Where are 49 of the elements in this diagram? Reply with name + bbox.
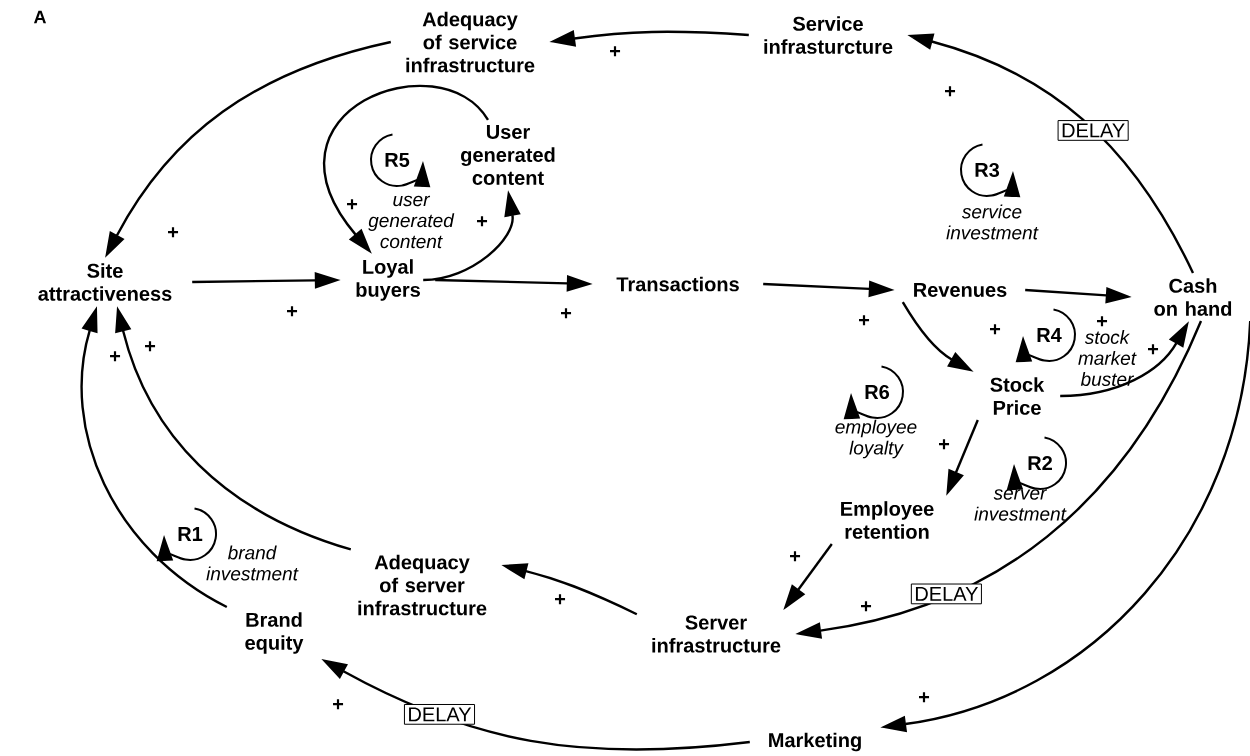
polarity-sign: + — [790, 551, 801, 562]
loop-name: employee loyalty — [835, 419, 917, 459]
variable-label: Loyal buyers — [356, 259, 420, 301]
polarity-sign: + — [919, 692, 930, 703]
loop-name: user generated content — [368, 195, 455, 249]
panel-letter: A — [33, 10, 47, 24]
loop-name: server investment — [974, 489, 1067, 521]
loop-label: R2 — [1028, 456, 1052, 470]
loop-name: brand investment — [206, 545, 299, 581]
variable-label: Revenues — [914, 283, 1007, 297]
polarity-sign: + — [347, 199, 358, 210]
edge-label: DELAY — [1057, 120, 1129, 141]
edge-label: DELAY — [403, 704, 476, 725]
polarity-sign: + — [990, 324, 1001, 335]
polarity-sign: + — [939, 439, 950, 450]
variable-label: Transactions — [616, 276, 739, 292]
variable-label: Service infrasturcture — [764, 16, 893, 54]
polarity-sign: + — [1148, 344, 1159, 355]
variable-label: Marketing — [769, 732, 861, 752]
variable-label: Employee retention — [841, 501, 934, 539]
polarity-sign: + — [477, 216, 488, 227]
edge-label: DELAY — [910, 583, 982, 605]
polarity-sign: + — [110, 351, 121, 362]
polarity-sign: + — [333, 699, 344, 710]
polarity-sign: + — [555, 594, 566, 605]
variable-label: Adequacy of server infrastructure — [358, 554, 487, 616]
loop-label: R6 — [865, 384, 890, 400]
variable-label: Brand equity — [245, 612, 304, 654]
loop-name: service investment — [946, 204, 1039, 240]
variable-label: Stock Price — [990, 377, 1045, 415]
loop-label: R4 — [1037, 328, 1062, 342]
polarity-sign: + — [1097, 316, 1108, 327]
polarity-sign: + — [861, 601, 872, 612]
polarity-sign: + — [145, 341, 156, 352]
polarity-sign: + — [561, 308, 572, 319]
variable-label: Site attractiveness — [38, 263, 172, 301]
polarity-sign: + — [859, 315, 870, 326]
loop-label: R1 — [178, 527, 203, 541]
variable-label: Adequacy of service infrastructure — [406, 11, 535, 73]
polarity-sign: + — [945, 86, 956, 97]
loop-name: stock market buster — [1078, 330, 1137, 386]
loop-label: R5 — [385, 153, 410, 167]
variable-label: Server infrastructure — [652, 615, 781, 653]
variable-label: Cash on hand — [1154, 278, 1232, 316]
polarity-sign: + — [610, 46, 621, 57]
polarity-sign: + — [287, 306, 298, 317]
polarity-sign: + — [168, 227, 179, 238]
variable-label: User generated content — [461, 125, 555, 185]
loop-label: R3 — [975, 162, 1000, 178]
